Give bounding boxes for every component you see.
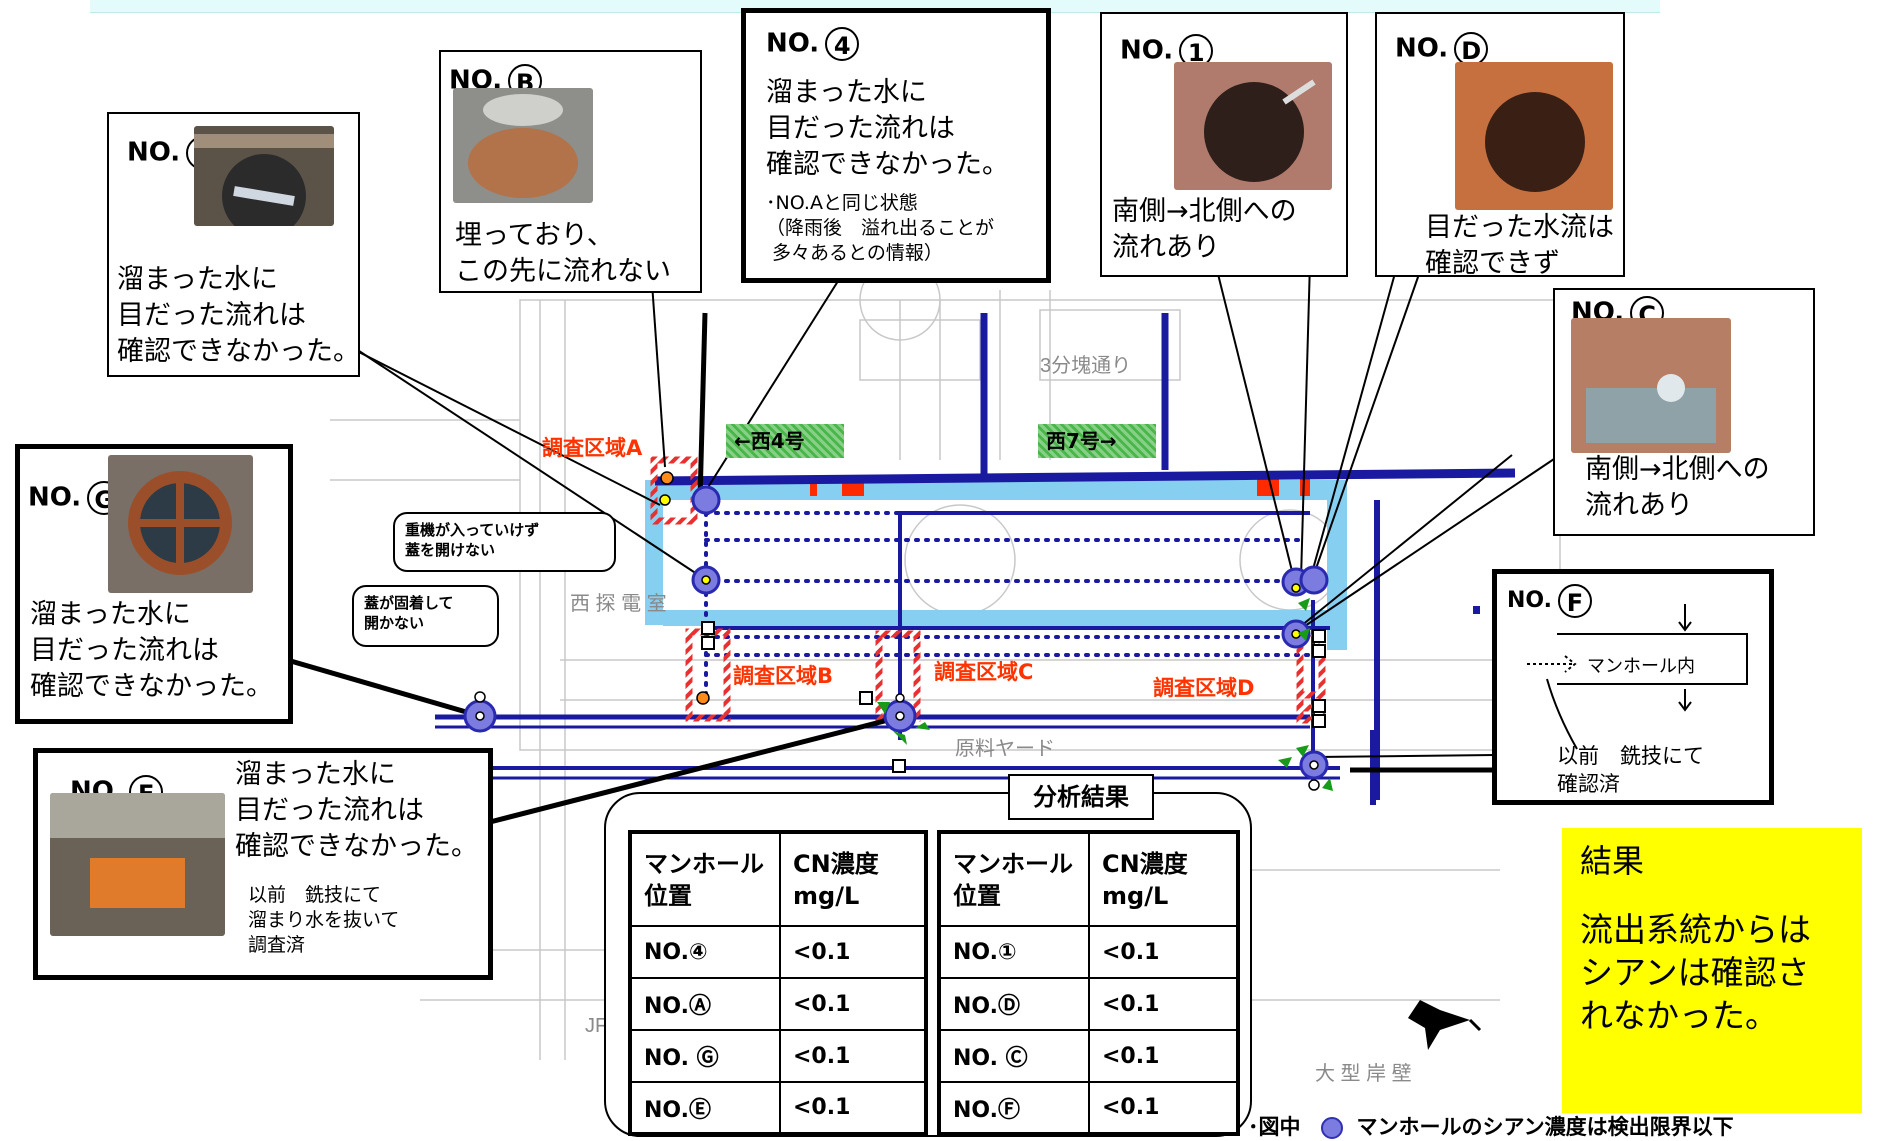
callout-1: NO.1 南側→北側への 流れあり (1100, 12, 1348, 277)
callout-e-text: 溜まった水に 目だった流れは 確認できなかった。 (235, 759, 478, 862)
callout-1-title: NO.1 (1120, 34, 1214, 68)
table-cell: <0.1 (1088, 1029, 1239, 1083)
callout-4-text: 溜まった水に 目だった流れは 確認できなかった。 (766, 77, 1009, 180)
table-cell: NO.Ⓔ (629, 1081, 781, 1135)
manhole-photo-c (1571, 318, 1731, 453)
table-cell: NO.Ⓕ (938, 1081, 1090, 1135)
table-cell: <0.1 (1088, 1081, 1239, 1135)
bg-label-jf: JF (585, 1015, 607, 1037)
manhole-photo-e (50, 793, 225, 936)
callout-g-title: NO.G (28, 481, 122, 515)
water-channel (645, 480, 1347, 650)
bubble-cover-stuck: 蓋が固着して 開かない (352, 585, 499, 647)
table-cell: NO. Ⓖ (629, 1029, 781, 1083)
callout-f-inner: マンホール内 (1587, 656, 1695, 677)
bg-label-room: 西 探 電 室 (570, 592, 667, 615)
table-cell: <0.1 (779, 925, 927, 979)
result-body: 流出系統からは シアンは確認さ れなかった。 (1580, 910, 1811, 1035)
street-label-west4: ←西4号 (726, 424, 844, 458)
callout-g-text: 溜まった水に 目だった流れは 確認できなかった。 (30, 599, 273, 702)
callout-e: NO.E 溜まった水に 目だった流れは 確認できなかった。 以前 銑技にて 溜ま… (33, 748, 493, 980)
callout-c-text: 南側→北側への 流れあり (1585, 454, 1770, 521)
callout-f-pointer (1546, 678, 1578, 750)
table-header-cn: CN濃度 mg/L (779, 831, 927, 927)
table-cell: <0.1 (779, 977, 927, 1031)
analysis-title: 分析結果 (1008, 774, 1154, 820)
callout-d-title: NO.D (1395, 32, 1489, 66)
result-heading: 結果 (1580, 842, 1645, 880)
table-header-location: マンホール 位置 (629, 831, 781, 927)
manhole-dot-icon (1320, 1117, 1343, 1139)
table-cell: NO.① (938, 925, 1090, 979)
bg-label-yard: 原料ヤード (955, 737, 1055, 760)
flow-arrows (877, 598, 1333, 791)
callout-f-note: 以前 銑技にて 確認済 (1557, 744, 1704, 796)
survey-area-b-label: 調査区域B (733, 664, 834, 688)
survey-area-c-label: 調査区域C (934, 660, 1034, 684)
thick-leaders (269, 312, 1495, 825)
legend: ･図中 マンホールのシアン濃度は検出限界以下 (1248, 1111, 1734, 1141)
manholes (463, 471, 1329, 791)
callout-a: NO.A 溜まった水に 目だった流れは 確認できなかった。 (107, 112, 360, 377)
manhole-photo-1 (1174, 62, 1332, 190)
table-header-cn: CN濃度 mg/L (1088, 831, 1239, 927)
table-header-location: マンホール 位置 (938, 831, 1090, 927)
callout-g: NO.G 溜まった水に 目だった流れは 確認できなかった。 (15, 444, 293, 724)
callout-4: NO.4 溜まった水に 目だった流れは 確認できなかった。 ･NO.Aと同じ状態… (741, 8, 1051, 283)
manhole-photo-a (194, 126, 334, 226)
callout-1-text: 南側→北側への 流れあり (1112, 196, 1297, 263)
bubble-heavy-machinery: 重機が入っていけず 蓋を開けない (393, 512, 616, 572)
valve-symbols (701, 621, 1326, 773)
callout-e-note: 以前 銑技にて 溜まり水を抜いて 調査済 (248, 884, 400, 956)
legend-prefix: ･図中 (1248, 1115, 1301, 1139)
callout-d-text: 目だった水流は 確認できず (1425, 212, 1614, 279)
manhole-photo-d (1455, 62, 1613, 210)
north-arrow-icon (1408, 1000, 1482, 1050)
table-cell: <0.1 (1088, 925, 1239, 979)
callout-b-text: 埋っており、 この先に流れない (455, 220, 671, 287)
callout-c: NO.C 南側→北側への 流れあり (1553, 288, 1815, 536)
table-cell: NO.Ⓓ (938, 977, 1090, 1031)
survey-area-d-label: 調査区域D (1153, 676, 1255, 700)
manhole-photo-g (108, 455, 253, 593)
callout-b: NO.B 埋っており、 この先に流れない (439, 50, 702, 293)
pipe-lines (435, 313, 1516, 805)
survey-area-a-label: 調査区域A (542, 436, 643, 460)
callout-f: NO.F マンホール内 以前 銑技にて 確認済 (1492, 569, 1774, 805)
callout-4-title: NO.4 (766, 27, 860, 61)
table-cell: NO. Ⓒ (938, 1029, 1090, 1083)
table-cell: <0.1 (1088, 977, 1239, 1031)
bg-label-road: 3分塊通り (1040, 354, 1131, 377)
callout-d: NO.D 目だった水流は 確認できず (1375, 12, 1625, 279)
callout-f-title: NO.F (1507, 584, 1592, 618)
leader-lines (344, 256, 1561, 758)
legend-text: マンホールのシアン濃度は検出限界以下 (1356, 1115, 1734, 1139)
manhole-flow-diagram (1527, 604, 1748, 712)
table-cell: NO.④ (629, 925, 781, 979)
callout-a-text: 溜まった水に 目だった流れは 確認できなかった。 (117, 264, 360, 367)
table-cell: NO.Ⓐ (629, 977, 781, 1031)
result-box: 結果 流出系統からは シアンは確認さ れなかった。 (1562, 828, 1862, 1113)
callout-4-note: ･NO.Aと同じ状態 （降雨後 溢れ出ることが 多々あるとの情報） (766, 192, 995, 264)
bg-label-quay: 大 型 岸 壁 (1315, 1062, 1412, 1085)
street-label-west7: 西7号→ (1038, 424, 1156, 458)
table-cell: <0.1 (779, 1081, 927, 1135)
dotted-pipes (704, 511, 1312, 702)
table-cell: <0.1 (779, 1029, 927, 1083)
manhole-photo-b (453, 88, 593, 203)
